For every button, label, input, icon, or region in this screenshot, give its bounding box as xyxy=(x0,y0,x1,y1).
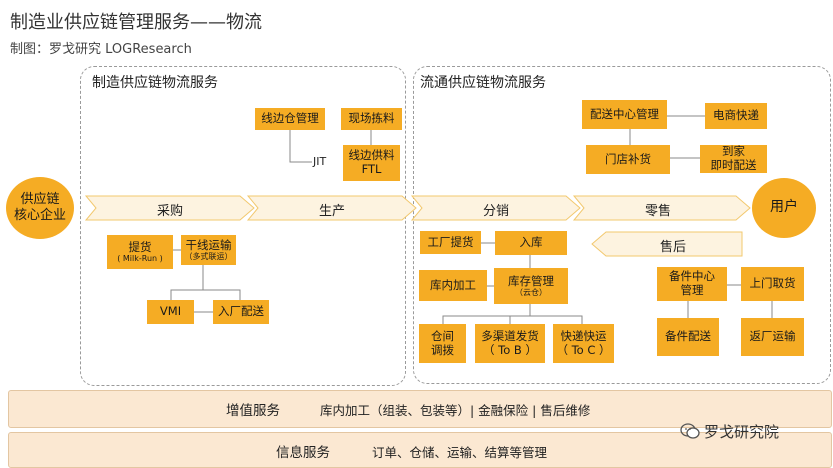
flow-label-procure: 采购 xyxy=(156,204,183,219)
information-services-text: 订单、仓储、运输、结算等管理 xyxy=(372,445,548,460)
flow-chevron-produce xyxy=(246,195,417,221)
pickup-label: 提货 xyxy=(128,239,152,254)
inventory-management-sublabel: （云仓） xyxy=(515,287,547,297)
distribution-panel xyxy=(413,66,831,384)
wechat-logo-icon xyxy=(680,423,700,439)
page-title: 制造业供应链管理服务——物流 xyxy=(10,12,262,33)
return-transport-label: 返厂运输 xyxy=(749,329,796,344)
flow-chevron-aftersale xyxy=(591,231,743,257)
flow-chevron-distribute xyxy=(410,195,581,221)
flow-chevron-procure xyxy=(84,195,255,221)
information-services-title: 信息服务 xyxy=(276,445,330,461)
picking-node: 现场拣料 xyxy=(341,108,402,130)
warehousing-node: 入库 xyxy=(495,231,567,255)
express-delivery-label: 快递快运 （ To C ） xyxy=(556,328,611,357)
value-added-services-band xyxy=(8,390,832,428)
pickup-node: 提货 ( Milk-Run ) xyxy=(107,235,173,269)
warehousing-label: 入库 xyxy=(519,235,543,250)
line-warehouse-label: 线边仓管理 xyxy=(261,111,319,126)
parts-center-node: 备件中心 管理 xyxy=(657,267,727,301)
parts-delivery-label: 备件配送 xyxy=(665,329,711,344)
factory-pickup-label: 工厂提货 xyxy=(427,234,474,249)
multichannel-shipping-label: 多渠道发货 （ To B ） xyxy=(481,328,539,357)
trunk-transport-node: 干线运输 （多式联运） xyxy=(181,235,236,265)
home-delivery-label: 到家 即时配送 xyxy=(710,144,757,172)
inbound-delivery-label: 入厂配送 xyxy=(218,304,264,319)
line-warehouse-node: 线边仓管理 xyxy=(255,108,325,130)
distribution-center-label: 配送中心管理 xyxy=(590,106,659,121)
express-delivery-node: 快递快运 （ To C ） xyxy=(553,324,614,363)
pickup-sublabel: ( Milk-Run ) xyxy=(117,253,163,263)
return-transport-node: 返厂运输 xyxy=(741,318,804,356)
manufacturing-panel xyxy=(80,66,406,386)
factory-pickup-node: 工厂提货 xyxy=(420,231,481,254)
parts-center-label: 备件中心 管理 xyxy=(669,269,715,297)
inventory-management-node: 库存管理 （云仓） xyxy=(494,268,568,304)
multichannel-shipping-node: 多渠道发货 （ To B ） xyxy=(475,324,545,363)
picking-label: 现场拣料 xyxy=(348,111,395,126)
core-enterprise-node: 供应链 核心企业 xyxy=(6,177,74,239)
store-replenish-node: 门店补货 xyxy=(586,145,670,174)
ecommerce-express-node: 电商快递 xyxy=(705,103,767,129)
distribution-center-node: 配送中心管理 xyxy=(582,100,667,129)
manufacturing-panel-title: 制造供应链物流服务 xyxy=(92,75,218,91)
home-delivery-node: 到家 即时配送 xyxy=(700,144,767,173)
trunk-transport-sublabel: （多式联运） xyxy=(184,251,233,261)
trunk-transport-label: 干线运输 xyxy=(185,237,232,252)
page-subtitle: 制图：罗戈研究 LOGResearch xyxy=(10,42,192,57)
flow-label-aftersale: 售后 xyxy=(659,240,686,255)
value-added-services-title: 增值服务 xyxy=(226,403,280,419)
door-pickup-node: 上门取货 xyxy=(741,267,804,301)
store-replenish-label: 门店补货 xyxy=(605,151,651,166)
ecommerce-express-label: 电商快递 xyxy=(713,108,759,123)
parts-delivery-node: 备件配送 xyxy=(657,318,719,356)
in-warehouse-processing-node: 库内加工 xyxy=(419,270,487,301)
distribution-panel-title: 流通供应链物流服务 xyxy=(420,75,546,91)
flow-label-distribute: 分销 xyxy=(482,204,509,219)
ftl-node: 线边供料 FTL xyxy=(343,145,400,181)
inbound-delivery-node: 入厂配送 xyxy=(213,300,269,324)
transfer-node: 仓间 调拨 xyxy=(419,324,466,363)
flow-label-retail: 零售 xyxy=(644,204,671,219)
door-pickup-label: 上门取货 xyxy=(749,276,796,291)
in-warehouse-processing-label: 库内加工 xyxy=(430,277,476,292)
jit-label: JIT xyxy=(313,155,327,168)
value-added-services-text: 库内加工（组装、包装等）| 金融保险 | 售后维修 xyxy=(320,403,591,418)
flow-label-produce: 生产 xyxy=(318,204,345,219)
flow-chevron-retail xyxy=(572,195,751,221)
vmi-node: VMI xyxy=(147,300,194,324)
core-enterprise-label: 供应链 核心企业 xyxy=(13,191,66,223)
watermark-text: 罗戈研究院 xyxy=(704,423,780,441)
ftl-label: 线边供料 FTL xyxy=(348,148,395,176)
transfer-label: 仓间 调拨 xyxy=(431,328,454,357)
vmi-label: VMI xyxy=(159,304,182,319)
user-label: 用户 xyxy=(770,199,798,216)
user-node: 用户 xyxy=(752,178,816,238)
inventory-management-label: 库存管理 xyxy=(508,273,554,288)
